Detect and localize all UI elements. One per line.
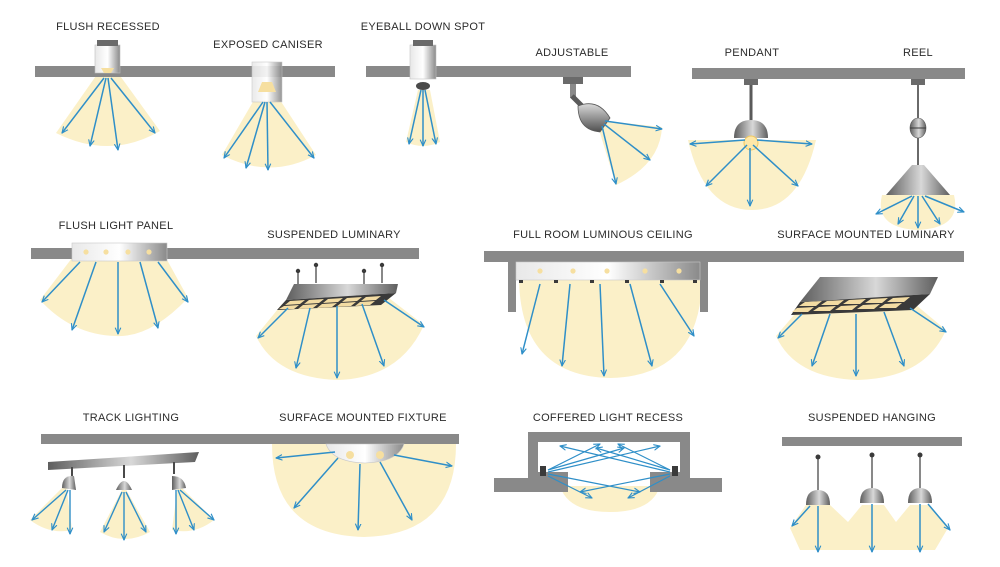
luminary-housing — [286, 284, 398, 300]
ceiling-slab — [782, 437, 962, 446]
ceiling-slab — [31, 248, 419, 259]
suspended-hanging-group — [782, 437, 962, 552]
light-cone — [222, 100, 316, 168]
reel-shade — [886, 165, 950, 195]
surface-fixture — [325, 443, 405, 464]
light-cone — [56, 73, 160, 147]
light-cone — [596, 120, 662, 185]
light-cone — [30, 484, 72, 532]
label-reel: REEL — [903, 47, 933, 59]
light-cone — [40, 258, 188, 337]
reel-group — [876, 79, 964, 230]
light-panel — [71, 242, 168, 262]
ceiling-slab — [41, 434, 459, 444]
light-cone — [688, 140, 816, 210]
label-track-lighting: TRACK LIGHTING — [82, 412, 180, 424]
label-eyeball-down-spot: EYEBALL DOWN SPOT — [360, 21, 486, 33]
ceiling-slab — [366, 66, 631, 77]
label-suspended-luminary: SUSPENDED LUMINARY — [267, 229, 401, 241]
ceiling-slab — [692, 68, 965, 79]
label-adjustable: ADJUSTABLE — [535, 47, 609, 59]
coffered-light-recess-group — [494, 432, 722, 512]
label-surface-mounted-luminary: SURFACE MOUNTED LUMINARY — [777, 229, 955, 241]
pendant-group — [688, 68, 965, 210]
label-surface-mounted-fixture: SURFACE MOUNTED FIXTURE — [279, 412, 447, 424]
eyeball-down-spot-group — [366, 40, 631, 146]
label-exposed-caniser: EXPOSED CANISER — [213, 39, 323, 51]
flush-light-panel-group — [31, 242, 419, 337]
track-rail — [48, 452, 199, 470]
ceiling-slab — [484, 251, 964, 262]
suspended-luminary-group — [256, 262, 424, 380]
label-suspended-hanging: SUSPENDED HANGING — [808, 412, 936, 424]
luminary-housing — [800, 277, 938, 302]
track-spot — [62, 475, 76, 490]
surface-mounted-luminary-group — [776, 277, 946, 380]
track-spot — [172, 476, 186, 490]
track-lighting-group — [30, 434, 459, 540]
label-coffered-light-recess: COFFERED LIGHT RECESS — [532, 412, 684, 424]
light-cone — [519, 276, 702, 378]
hanging-shade — [806, 490, 830, 505]
spot-housing — [409, 44, 437, 80]
hanging-shade — [860, 488, 884, 503]
label-full-room-luminous-ceiling: FULL ROOM LUMINOUS CEILING — [513, 229, 693, 241]
light-arrows — [62, 77, 155, 150]
surface-mounted-fixture-group — [272, 443, 456, 537]
exposed-caniser-group — [222, 61, 316, 170]
hanging-shade — [908, 488, 932, 503]
label-flush-light-panel: FLUSH LIGHT PANEL — [58, 220, 174, 232]
flush-recessed-group — [35, 40, 335, 150]
label-pendant: PENDANT — [724, 47, 780, 59]
light-cone — [790, 505, 948, 550]
pendant-shade — [734, 120, 768, 138]
full-room-luminous-ceiling-group — [484, 251, 964, 378]
label-flush-recessed: FLUSH RECESSED — [56, 21, 160, 33]
adjustable-group — [563, 77, 662, 185]
ceiling-slab — [35, 66, 335, 77]
coffer-frame — [494, 432, 722, 492]
track-spot — [116, 481, 132, 490]
